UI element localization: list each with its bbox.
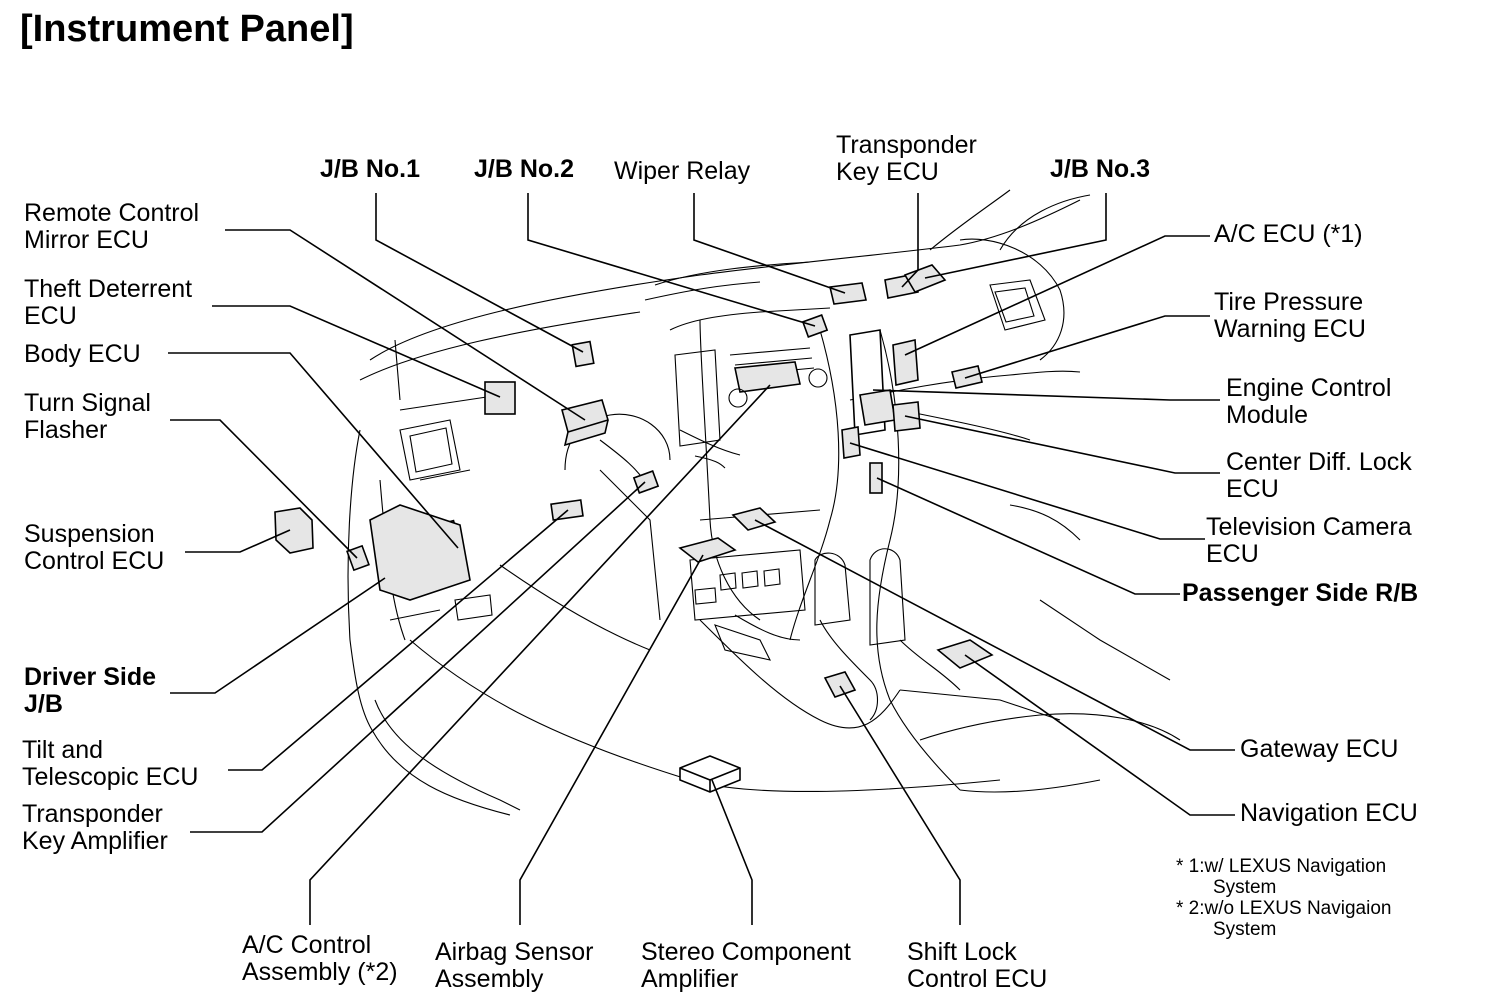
driver-jb-part [369, 504, 471, 601]
label-body-ecu: Body ECU [24, 340, 141, 368]
label-ac-ecu: A/C ECU (*1) [1214, 220, 1363, 248]
label-jb-no2: J/B No.2 [474, 155, 575, 183]
footnote-1: * 1:w/ LEXUS Navigation [1176, 856, 1387, 877]
label-gateway-ecu: Gateway ECU [1240, 735, 1399, 763]
label-passenger-side-rb: Passenger Side R/B [1182, 579, 1419, 607]
suspension-ecu-part [274, 507, 314, 554]
label-jb-no1: J/B No.1 [320, 155, 421, 183]
footnote-1-cont: System [1213, 877, 1277, 898]
footnote-2: * 2:w/o LEXUS Navigaion [1176, 898, 1392, 919]
engine-control-module-part [859, 389, 896, 426]
ac-ecu-part [892, 339, 919, 386]
airbag-sensor-part [678, 537, 737, 563]
components [274, 264, 994, 793]
label-wiper-relay: Wiper Relay [614, 157, 751, 185]
wiper-relay-part [829, 282, 867, 305]
footnotes: * 1:w/ LEXUS Navigation System * 2:w/o L… [1176, 856, 1391, 940]
jb-no1-part [571, 340, 595, 368]
stereo-amplifier-part [679, 755, 741, 793]
ac-control-assembly-part [734, 361, 801, 393]
jb-no3-part [903, 264, 947, 293]
shift-lock-ecu-part [823, 671, 857, 698]
leader-lines [168, 193, 1235, 925]
navigation-ecu-part [936, 639, 994, 669]
theft-deterrent-ecu-part [484, 381, 516, 415]
label-jb-no3: J/B No.3 [1050, 155, 1151, 183]
footnote-2-cont: System [1213, 919, 1277, 940]
remote-mirror-ecu-part [561, 399, 609, 447]
turn-signal-flasher-part [346, 544, 370, 572]
label-navigation-ecu: Navigation ECU [1240, 799, 1418, 827]
page-title: [Instrument Panel] [20, 8, 354, 50]
dashboard-drawing [347, 189, 1181, 816]
passenger-rb-connector [869, 462, 883, 494]
